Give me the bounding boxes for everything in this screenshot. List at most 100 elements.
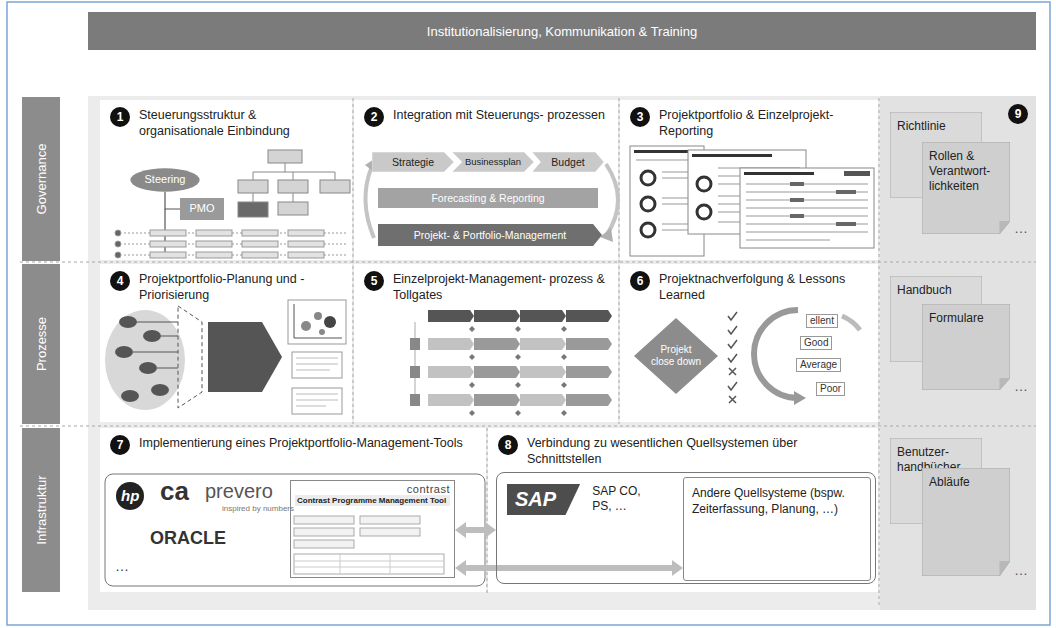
callout-number: 6 <box>630 271 650 291</box>
main-panel <box>88 96 1036 610</box>
building-block: 2 Integration mit Steuerungs- prozessenSt… <box>354 100 618 260</box>
band-title: Institutionalisierung, Kommunikation & T… <box>427 24 697 39</box>
screenshot-title: Contrast Programme Management Tool <box>295 495 450 506</box>
vendor-logo: prevero <box>205 480 273 503</box>
block-heading: Integration mit Steuerungs- prozessen <box>393 108 605 124</box>
vendor-logo: inspired by numbers <box>222 504 294 513</box>
process-box: Businessplan <box>452 152 534 172</box>
document-label: Rollen & Verantwort- lichkeiten <box>929 149 1003 194</box>
node-label: Budget <box>551 156 584 169</box>
top-band: Institutionalisierung, Kommunikation & T… <box>88 12 1036 50</box>
arrow-head <box>455 522 466 538</box>
block-heading: Projektportfolio-Planung und -Priorisier… <box>139 272 344 303</box>
cell-grounds <box>100 100 878 592</box>
document-icon: Abläufe <box>922 468 1010 576</box>
rating-label: Average <box>796 358 841 372</box>
tool-panel <box>105 474 485 586</box>
callout-number: 7 <box>110 435 130 455</box>
connector <box>455 560 683 576</box>
dashed-separators <box>20 98 1036 608</box>
block-heading: Steuerungsstruktur & organisationale Ein… <box>139 108 344 139</box>
building-block: 4 Projektportfolio-Planung und -Priorisie… <box>100 264 352 422</box>
block-heading: Projektportfolio & Einzelprojekt-Reporti… <box>659 108 870 139</box>
source-system-box: SAP SAP CO, PS, … Andere Quellsysteme (bsp… <box>496 472 876 584</box>
callout-number: 3 <box>630 107 650 127</box>
arrow-head <box>672 560 683 576</box>
ellipsis-mark: … <box>1014 378 1028 394</box>
building-block: 8 Verbindung zu wesentlichen Quellsysteme… <box>488 428 878 592</box>
callout-number: 8 <box>498 435 518 455</box>
document-icon: Rollen & Verantwort- lichkeiten <box>922 142 1010 234</box>
org-chart <box>238 150 350 217</box>
outer-frame <box>7 2 1050 625</box>
process-box: PMO <box>180 198 224 220</box>
row-label-band: Infrastruktur <box>22 428 60 592</box>
row-label-band: Prozesse <box>22 264 60 424</box>
tool-screenshot: Contrast Programme Management Toolcontra… <box>290 480 455 578</box>
node-label: PMO <box>189 202 214 215</box>
decision-diamond: Projekt close down <box>634 318 718 394</box>
vendor-logo: ORACLE <box>150 528 226 549</box>
process-box: Strategie <box>372 152 454 172</box>
rating-label: Good <box>800 336 832 350</box>
governance-rows <box>115 209 346 258</box>
document-label: Richtlinie <box>897 119 975 134</box>
arrow-head <box>485 522 496 538</box>
node-label: Businessplan <box>465 156 521 167</box>
lessons-learned <box>728 310 860 405</box>
source-system-box: Andere Quellsysteme (bspw. Zeiterfassung… <box>683 477 871 581</box>
node-label: Forecasting & Reporting <box>431 192 544 205</box>
row-label: Governance <box>34 144 49 215</box>
ellipsis-mark: … <box>1014 220 1028 236</box>
node-label: Projekt close down <box>650 344 702 368</box>
ellipse-node: Steering <box>130 168 200 192</box>
callout-number: 5 <box>364 271 384 291</box>
callout-number: 1 <box>110 107 130 127</box>
row-label-band: Governance <box>22 97 60 261</box>
report-thumbnails <box>630 146 874 256</box>
callout-number: 4 <box>110 271 130 291</box>
process-box: Forecasting & Reporting <box>378 188 598 208</box>
building-block: 5 Einzelprojekt-Management- prozess & Tol… <box>354 264 618 422</box>
ellipsis-mark: … <box>1014 562 1028 578</box>
document-column: 9RichtlinieRollen & Verantwort- lichkeit… <box>880 96 1036 610</box>
process-flow <box>410 310 612 416</box>
hp-logo <box>116 482 144 510</box>
callout-number: 9 <box>1008 104 1028 124</box>
sap-logo: SAP <box>507 484 580 515</box>
building-block: 1 Steuerungsstruktur & organisationale Ei… <box>100 100 352 260</box>
connector <box>455 522 496 538</box>
block-heading: Projektnachverfolgung & Lessons Learned <box>659 272 870 303</box>
connector-line <box>165 192 180 209</box>
vendor-logo: ca <box>160 477 189 507</box>
node-label: Andere Quellsysteme (bspw. Zeiterfassung… <box>692 486 862 517</box>
tool-logo: contrast <box>407 483 450 495</box>
document-column <box>880 96 1036 610</box>
system-list: SAP CO, PS, … <box>592 484 654 514</box>
node-label: Projekt- & Portfolio-Management <box>414 229 566 242</box>
process-box: Budget <box>532 152 604 172</box>
document-label: Abläufe <box>929 475 1003 490</box>
callout-number: 2 <box>364 107 384 127</box>
row-label: Prozesse <box>34 317 49 371</box>
arrow-head <box>455 560 466 576</box>
block-heading: Verbindung zu wesentlichen Quellsystemen… <box>527 436 870 467</box>
block-heading: Einzelprojekt-Management- prozess & Toll… <box>393 272 610 303</box>
process-box: Projekt- & Portfolio-Management <box>378 224 602 246</box>
vendor-logo: hp <box>121 487 139 504</box>
rating-label: ellent <box>806 314 838 328</box>
prioritisation-funnel <box>105 300 346 414</box>
ellipsis-mark: … <box>115 558 129 574</box>
document-label: Handbuch <box>897 283 975 298</box>
row-label: Infrastruktur <box>34 475 49 544</box>
node-label: Steering <box>145 173 186 186</box>
building-block: 6 Projektnachverfolgung & Lessons Learned… <box>620 264 878 422</box>
node-label: Strategie <box>392 156 434 169</box>
building-block: 3 Projektportfolio & Einzelprojekt-Report… <box>620 100 878 260</box>
document-icon: Formulare <box>922 304 1010 390</box>
connector <box>165 192 180 209</box>
block-heading: Implementierung eines Projektportfolio-M… <box>139 436 463 452</box>
rating-label: Poor <box>816 382 845 396</box>
connector-line <box>464 527 487 533</box>
